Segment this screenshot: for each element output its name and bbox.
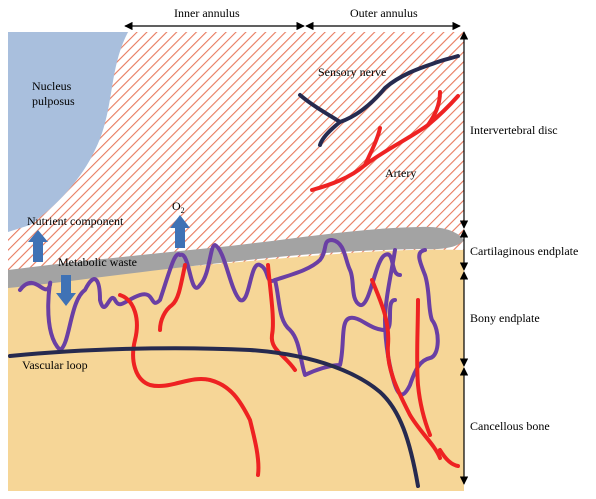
artery-vessel xyxy=(426,90,442,127)
metabolic-waste-down-arrow-icon xyxy=(56,275,76,306)
metabolic-waste-label: Metabolic waste xyxy=(58,255,137,269)
cartilaginous-endplate-layer xyxy=(8,226,464,288)
oxygen-up-arrow-icon xyxy=(170,215,190,248)
vascular-loop-vessel xyxy=(18,238,402,352)
bone-region xyxy=(8,249,464,491)
cartilaginous-endplate-label: Cartilaginous endplate xyxy=(470,244,578,258)
red-blood-vessel xyxy=(438,448,460,468)
red-blood-vessel xyxy=(415,298,432,437)
navy-nerve-curve xyxy=(8,346,420,488)
nucleus-label-line1: Nucleus xyxy=(32,79,72,93)
outer-annulus-label: Outer annulus xyxy=(350,6,418,20)
nucleus-pulposus xyxy=(8,32,128,232)
nutrient-component-label: Nutrient component xyxy=(27,214,124,228)
red-blood-vessel xyxy=(118,293,261,477)
oxygen-label: O2 xyxy=(172,199,185,215)
cancellous-bone-label: Cancellous bone xyxy=(470,419,550,433)
artery-vessel xyxy=(310,94,460,192)
red-blood-vessel xyxy=(266,263,297,372)
intervertebral-disc-label: Intervertebral disc xyxy=(470,123,558,137)
artery-vessel xyxy=(363,126,382,167)
nucleus-label-line2: pulposus xyxy=(32,94,75,108)
nutrient-up-arrow-icon xyxy=(28,230,48,262)
sensory-nerve-label: Sensory nerve xyxy=(318,65,386,79)
vascular-loop-label: Vascular loop xyxy=(22,358,88,372)
bony-endplate-label: Bony endplate xyxy=(470,311,540,325)
red-blood-vessel xyxy=(158,263,187,332)
red-blood-vessel xyxy=(370,278,442,460)
sensory-nerve-fiber xyxy=(338,54,460,124)
inner-annulus-label: Inner annulus xyxy=(174,6,240,20)
artery-label: Artery xyxy=(385,166,416,180)
